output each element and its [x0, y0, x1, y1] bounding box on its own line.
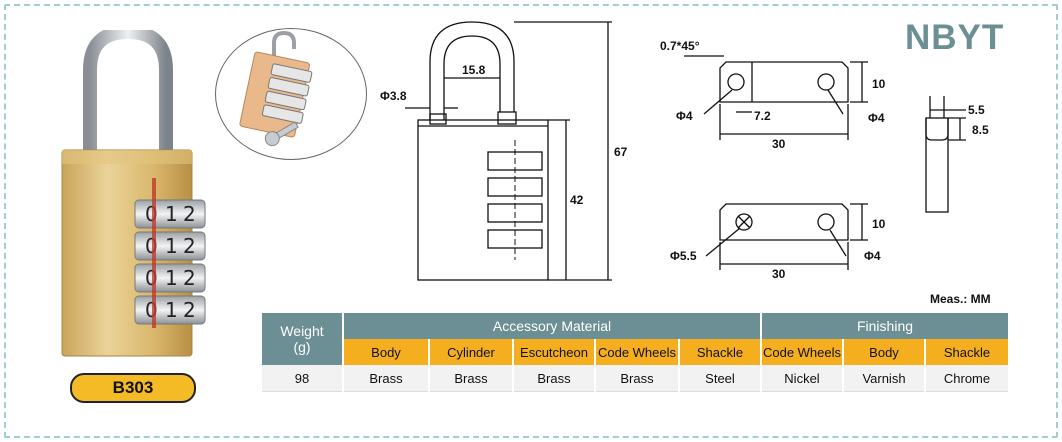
table-cell: Varnish [843, 365, 926, 392]
weight-header: Weight (g) [262, 313, 344, 365]
col-header: Cylinder [429, 339, 514, 365]
table-cell: Steel [679, 365, 762, 392]
model-badge: B303 [70, 373, 196, 403]
open-lock-image [239, 30, 313, 147]
dim-shackle-width: 15.8 [462, 63, 486, 77]
brand-logo: NBYT [905, 18, 1005, 57]
table-cell: Brass [513, 365, 596, 392]
dim-chamfer: 0.7*45° [660, 39, 700, 53]
dim-bottom-hole-right: Φ4 [864, 249, 881, 263]
open-lock-thumbnail [215, 28, 367, 160]
dim-shackle-diameter: Φ3.8 [380, 89, 407, 103]
wheel-digit: 1 [165, 298, 178, 322]
spec-column-header-row: Body Cylinder Escutcheon Code Wheels Sha… [262, 339, 1008, 365]
table-cell: Nickel [761, 365, 844, 392]
table-cell: Brass [595, 365, 680, 392]
top-plate-drawing [684, 55, 868, 140]
padlock-product-image: 0 1 2 0 1 2 0 1 2 0 1 2 [61, 30, 206, 357]
col-header: Shackle [679, 339, 762, 365]
side-profile-drawing [925, 96, 966, 213]
col-header: Body [343, 339, 430, 365]
spec-group-header-row: Weight (g) Accessory Material Finishing [262, 313, 1008, 365]
wheel-digit: 2 [183, 234, 196, 258]
dim-side-width: 5.5 [968, 103, 985, 117]
wheel-digit: 1 [165, 266, 178, 290]
table-cell: Brass [343, 365, 430, 392]
dim-top-hole-offset: 7.2 [754, 109, 771, 123]
table-cell: Brass [429, 365, 514, 392]
col-header: Code Wheels [595, 339, 680, 365]
weight-header-line1: Weight [280, 323, 324, 339]
wheel-digit: 2 [183, 298, 196, 322]
dim-body-height: 42 [570, 193, 584, 207]
dim-overall-height: 67 [614, 145, 628, 159]
weight-value: 98 [262, 365, 344, 392]
col-header: Shackle [925, 339, 1008, 365]
page-frame [4, 4, 1058, 438]
col-header: Body [843, 339, 926, 365]
front-view-drawing [405, 21, 612, 281]
dim-bottom-plate-length: 30 [772, 267, 786, 281]
accessory-material-header: Accessory Material [343, 313, 762, 339]
dim-bottom-plate-height: 10 [872, 217, 886, 231]
wheel-digit: 2 [183, 202, 196, 226]
dim-side-depth: 8.5 [972, 123, 989, 137]
dim-top-plate-length: 30 [772, 137, 786, 151]
col-header: Escutcheon [513, 339, 596, 365]
wheel-digit: 2 [183, 266, 196, 290]
finishing-header: Finishing [761, 313, 1008, 339]
weight-header-line2: (g) [293, 339, 311, 355]
dim-top-hole-right: Φ4 [868, 111, 885, 125]
wheel-digit: 1 [165, 234, 178, 258]
dim-top-hole-left: Φ4 [676, 109, 693, 123]
col-header: Code Wheels [761, 339, 844, 365]
technical-drawings: 15.8 Φ3.8 67 42 0.7*45° 10 Φ4 7.2 Φ4 30 … [380, 21, 989, 281]
spec-table: Weight (g) Accessory Material Finishing … [262, 313, 1008, 392]
wheel-digit: 1 [165, 202, 178, 226]
dim-bottom-hole-left: Φ5.5 [670, 249, 697, 263]
dim-top-plate-height: 10 [872, 77, 886, 91]
bottom-plate-drawing [705, 203, 868, 270]
spec-value-row: 98 Brass Brass Brass Brass Steel Nickel … [262, 365, 1008, 392]
table-cell: Chrome [925, 365, 1008, 392]
measurement-unit: Meas.: MM [930, 292, 991, 306]
